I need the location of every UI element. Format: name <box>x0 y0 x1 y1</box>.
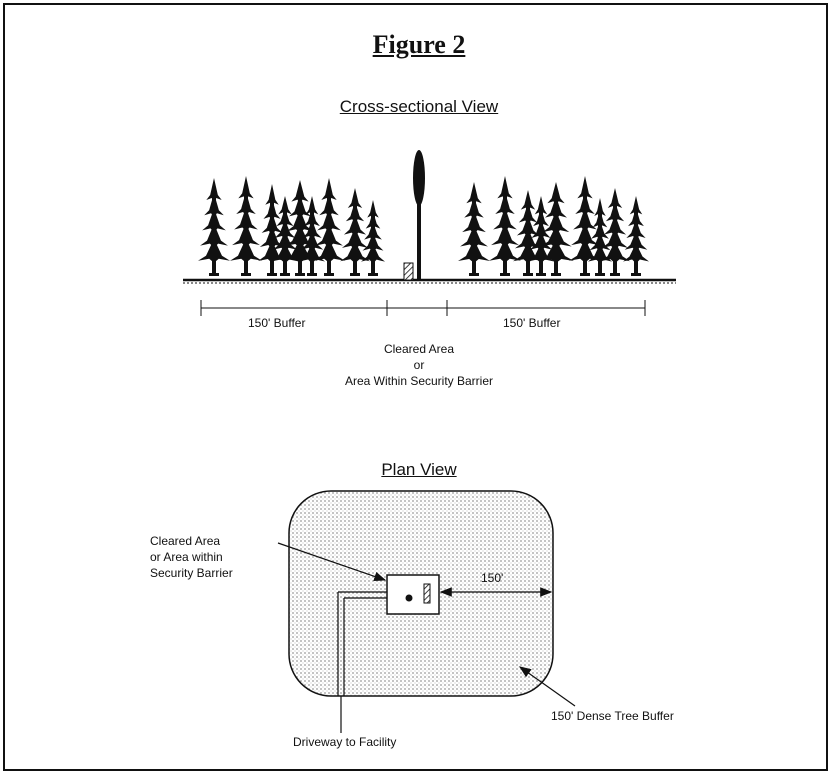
tower-icon <box>413 150 425 280</box>
pine-tree-icon <box>458 182 490 276</box>
pine-tree-icon <box>340 188 370 276</box>
driveway <box>337 591 387 696</box>
cleared-area-caption-line-1: Cleared Area <box>383 342 455 356</box>
pine-tree-icon <box>623 196 649 276</box>
ground-line <box>183 278 676 284</box>
cleared-area-plan-label-line-3: Security Barrier <box>150 566 233 580</box>
buffer-leader-arrow <box>519 666 576 707</box>
pine-tree-icon <box>299 196 325 276</box>
cleared-area-plan-label-line-2: or Area within <box>150 550 223 564</box>
shed-plan-icon <box>423 583 431 604</box>
equipment-shed-icon <box>403 262 414 281</box>
pine-tree-icon <box>528 196 554 276</box>
pine-tree-icon <box>361 200 385 276</box>
cleared-area-plan-label-line-1: Cleared Area <box>150 534 221 548</box>
pine-tree-icon <box>198 178 230 276</box>
figure-title: Figure 2 <box>372 30 466 59</box>
cleared-area-caption: Cleared Area or Area Within Security Bar… <box>0 341 838 389</box>
pine-tree-icon <box>489 176 521 276</box>
pine-tree-icon <box>588 198 612 276</box>
tower-plan-icon <box>405 594 413 602</box>
cleared-area-caption-line-2: or <box>413 358 425 372</box>
right-buffer-label: 150' Buffer <box>503 316 561 330</box>
cleared-area-caption-line-3: Area Within Security Barrier <box>344 374 494 388</box>
plan-view-title: Plan View <box>381 460 457 479</box>
right-tree-cluster <box>458 176 649 276</box>
left-tree-cluster <box>198 176 385 276</box>
distance-label: 150' <box>481 571 504 585</box>
dimension-line <box>200 300 646 316</box>
cross-section-title: Cross-sectional View <box>339 97 499 116</box>
pine-tree-icon <box>258 184 286 276</box>
tree-buffer-label: 150' Dense Tree Buffer <box>551 709 674 723</box>
cleared-area-leader-arrow <box>277 542 387 582</box>
pine-tree-icon <box>569 176 601 276</box>
driveway-label: Driveway to Facility <box>293 735 397 749</box>
pine-tree-icon <box>313 178 345 276</box>
pine-tree-icon <box>230 176 262 276</box>
pine-tree-icon <box>600 188 630 276</box>
cleared-area-box <box>386 574 440 615</box>
pine-tree-icon <box>271 196 299 276</box>
left-buffer-label: 150' Buffer <box>248 316 306 330</box>
cleared-area-plan-label: Cleared Area or Area within Security Bar… <box>150 533 233 581</box>
